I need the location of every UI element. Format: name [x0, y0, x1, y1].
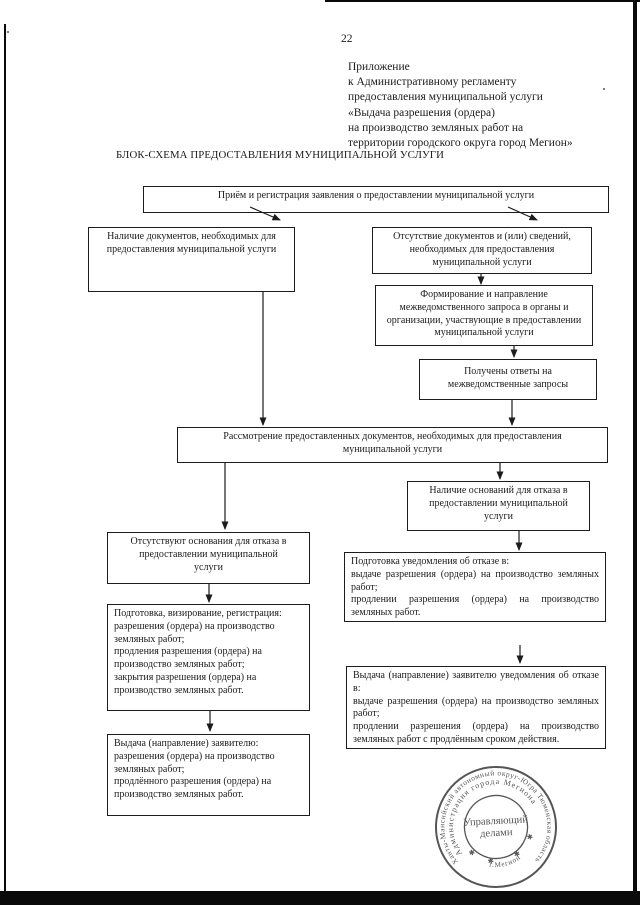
flow-box-reception: Приём и регистрация заявления о предоста… — [143, 186, 609, 213]
scan-speck — [7, 31, 9, 33]
flow-box-interagency-request: Формирование и направление межведомствен… — [375, 285, 593, 346]
scan-edge-top — [325, 0, 640, 2]
flow-box-docs-present: Наличие документов, необходимых для пред… — [88, 227, 295, 292]
flow-box-no-refusal-grounds: Отсутствуют основания для отказа в предо… — [107, 532, 310, 584]
scan-edge-right — [633, 0, 637, 905]
flow-box-review: Рассмотрение предоставленных документов,… — [177, 427, 608, 463]
document-title: БЛОК-СХЕМА ПРЕДОСТАВЛЕНИЯ МУНИЦИПАЛЬНОЙ … — [116, 149, 445, 161]
flow-box-issue-to-applicant: Выдача (направление) заявителю: разрешен… — [107, 734, 310, 816]
stamp-inner-circle — [463, 794, 529, 860]
appendix-header: Приложение к Административному регламент… — [348, 61, 573, 150]
scan-edge-left — [4, 24, 6, 893]
stamp-inner-ring-text: Администрация города Мегиона — [435, 766, 548, 859]
flow-box-responses-received: Получены ответы на межведомственные запр… — [419, 359, 597, 400]
scan-speck — [603, 88, 605, 90]
svg-text:Управляющий: Управляющий — [463, 814, 528, 828]
stamp-star-icon: ✱ — [526, 832, 535, 843]
stamp-star-icon: ✱ — [487, 856, 496, 867]
scan-edge-bottom — [0, 891, 640, 905]
page-number: 22 — [341, 33, 353, 45]
stamp-outer-circle — [435, 766, 557, 888]
svg-text:делами: делами — [480, 827, 513, 840]
flow-box-refusal-notice-issue: Выдача (направление) заявителю уведомлен… — [346, 666, 606, 749]
stamp-star-icon: ✱ — [513, 849, 522, 860]
flow-box-refusal-notice-preparation: Подготовка уведомления об отказе в: выда… — [344, 552, 606, 622]
flow-box-refusal-grounds: Наличие оснований для отказа в предостав… — [407, 481, 590, 531]
flow-box-preparation: Подготовка, визирование, регистрация: ра… — [107, 604, 310, 711]
flow-box-docs-absent: Отсутствие документов и (или) сведений, … — [372, 227, 592, 274]
stamp-star-icon: ✱ — [468, 847, 477, 858]
stamp-center-text: Управляющий делами — [463, 814, 528, 840]
official-stamp: Ханты-Мансийский автономный округ-Югра Т… — [424, 755, 565, 889]
